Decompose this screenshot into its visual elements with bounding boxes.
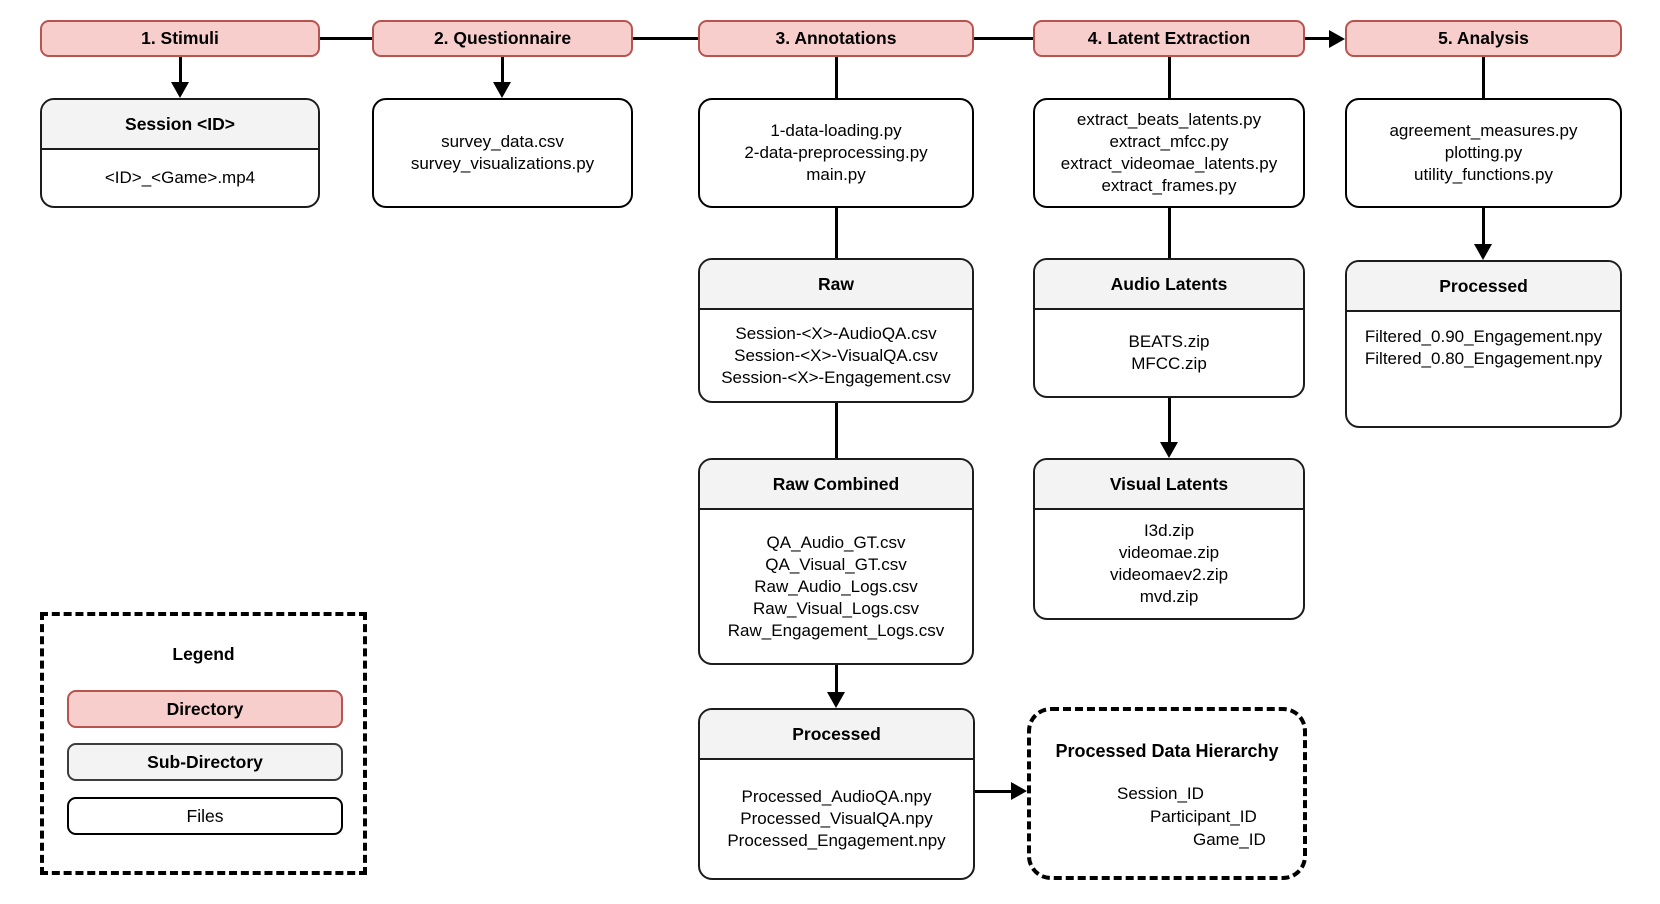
connector-scripts-audio-latents (1167, 208, 1171, 258)
stage-header-latent-extraction: 4. Latent Extraction (1033, 20, 1305, 57)
stage-header-analysis: 5. Analysis (1345, 20, 1622, 57)
processed-analysis-title: Processed (1347, 262, 1620, 312)
questionnaire-files-box: survey_data.csv survey_visualizations.py (372, 98, 633, 208)
hierarchy-item: Game_ID (1193, 830, 1266, 849)
hierarchy-item: Session_ID (1117, 784, 1204, 803)
file-line: Filtered_0.80_Engagement.npy (1364, 349, 1603, 368)
stage-header-stimuli: 1. Stimuli (40, 20, 320, 57)
file-line: MFCC.zip (1131, 354, 1207, 373)
processed-data-hierarchy-box: Processed Data Hierarchy Session_ID Part… (1027, 707, 1307, 880)
file-line: Processed_Engagement.npy (727, 831, 946, 850)
file-line: QA_Visual_GT.csv (765, 554, 907, 574)
file-line: Session-<X>-AudioQA.csv (735, 323, 937, 343)
latent-scripts-box: extract_beats_latents.py extract_mfcc.py… (1033, 98, 1305, 208)
raw-combined-title: Raw Combined (700, 460, 972, 510)
connector-latent-down (1167, 57, 1171, 98)
raw-box-title: Raw (700, 260, 972, 310)
file-line: survey_data.csv (441, 132, 564, 151)
analysis-scripts-box: agreement_measures.py plotting.py utilit… (1345, 98, 1622, 208)
file-line: BEATS.zip (1128, 332, 1210, 351)
file-line: agreement_measures.py (1389, 121, 1578, 140)
file-line: extract_beats_latents.py (1076, 110, 1262, 129)
file-line: mvd.zip (1139, 587, 1199, 606)
file-line: Raw_Audio_Logs.csv (754, 576, 918, 596)
file-line: extract_mfcc.py (1109, 132, 1229, 151)
session-box: Session <ID> <ID>_<Game>.mp4 (40, 98, 320, 208)
file-line: Raw_Engagement_Logs.csv (727, 620, 945, 640)
stage-header-questionnaire: 2. Questionnaire (372, 20, 633, 57)
file-line: 2-data-preprocessing.py (744, 143, 928, 162)
connector-scripts-raw (834, 208, 838, 258)
connector-annotations-down (834, 57, 838, 98)
connector-audio-visual-latents (1167, 398, 1171, 442)
legend-item-directory: Directory (67, 690, 343, 728)
audio-latents-title: Audio Latents (1035, 260, 1303, 310)
file-line: videomaev2.zip (1109, 565, 1229, 584)
file-line: Filtered_0.90_Engagement.npy (1364, 327, 1603, 346)
file-line: Processed_AudioQA.npy (741, 787, 932, 806)
raw-box: Raw Session-<X>-AudioQA.csv Session-<X>-… (698, 258, 974, 403)
connector-stage1-stage2 (320, 37, 372, 40)
connector-scripts-processed-analysis (1481, 208, 1485, 244)
arrowhead-down-visual-latents (1160, 442, 1178, 458)
legend-item-files: Files (67, 797, 343, 835)
file-line: Session-<X>-VisualQA.csv (734, 345, 938, 365)
file-line: extract_frames.py (1101, 176, 1237, 195)
stage-header-annotations: 3. Annotations (698, 20, 974, 57)
file-line: main.py (806, 165, 866, 184)
connector-stage2-stage3 (633, 37, 698, 40)
connector-rawcombined-processed (834, 665, 838, 692)
audio-latents-box: Audio Latents BEATS.zip MFCC.zip (1033, 258, 1305, 398)
file-line: Processed_VisualQA.npy (740, 809, 933, 828)
legend-item-subdirectory: Sub-Directory (67, 743, 343, 781)
connector-stage4-stage5 (1305, 37, 1330, 40)
connector-processed-hierarchy (975, 789, 1011, 793)
arrowhead-down-session (171, 82, 189, 98)
connector-analysis-down (1481, 57, 1485, 98)
processed-annotations-box: Processed Processed_AudioQA.npy Processe… (698, 708, 975, 880)
hierarchy-title: Processed Data Hierarchy (1055, 741, 1279, 761)
visual-latents-title: Visual Latents (1035, 460, 1303, 510)
connector-stimuli-down (178, 57, 182, 82)
raw-combined-box: Raw Combined QA_Audio_GT.csv QA_Visual_G… (698, 458, 974, 665)
processed-annotations-title: Processed (700, 710, 973, 760)
file-line: Raw_Visual_Logs.csv (753, 598, 919, 618)
connector-questionnaire-down (500, 57, 504, 82)
visual-latents-box: Visual Latents I3d.zip videomae.zip vide… (1033, 458, 1305, 620)
file-line: plotting.py (1444, 143, 1523, 162)
file-line: extract_videomae_latents.py (1060, 154, 1278, 173)
connector-stage3-stage4 (974, 37, 1033, 40)
connector-raw-rawcombined (834, 403, 838, 458)
file-line: Session-<X>-Engagement.csv (721, 367, 951, 387)
file-line: survey_visualizations.py (410, 154, 595, 173)
processed-analysis-box: Processed Filtered_0.90_Engagement.npy F… (1345, 260, 1622, 428)
legend-title: Legend (172, 644, 235, 664)
file-line: QA_Audio_GT.csv (766, 532, 906, 552)
hierarchy-item: Participant_ID (1150, 807, 1257, 826)
arrowhead-down-survey (493, 82, 511, 98)
file-line: <ID>_<Game>.mp4 (104, 168, 256, 187)
file-line: I3d.zip (1143, 521, 1195, 540)
arrowhead-right-stage5 (1329, 29, 1345, 48)
arrowhead-down-processed-analysis (1474, 244, 1492, 260)
file-line: 1-data-loading.py (770, 121, 902, 140)
file-line: utility_functions.py (1414, 165, 1553, 184)
legend-box: Legend Directory Sub-Directory Files (40, 612, 367, 875)
arrowhead-right-hierarchy (1011, 782, 1027, 800)
file-line: videomae.zip (1118, 543, 1220, 562)
arrowhead-down-processed-annotations (827, 692, 845, 708)
annotation-scripts-box: 1-data-loading.py 2-data-preprocessing.p… (698, 98, 974, 208)
session-box-title: Session <ID> (42, 100, 318, 150)
